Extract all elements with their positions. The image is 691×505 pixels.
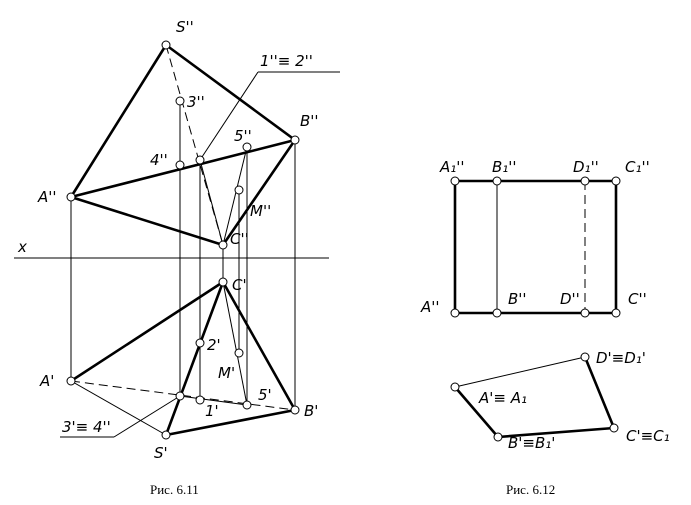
label-c-eq: C'≡C₁ [626, 427, 670, 445]
label-c-frontal: C'' [230, 230, 249, 248]
point-a-frontal [66, 192, 76, 202]
edge-s-b-horizontal [164, 408, 297, 437]
edge-a-c-horizontal [69, 280, 225, 383]
point-s-frontal [161, 40, 171, 50]
label-4-frontal: 4'' [150, 151, 168, 169]
figure-6-12: A₁'' B₁'' D₁'' C₁'' A'' B'' D'' C'' D'≡D… [420, 158, 670, 497]
point-a-horizontal [66, 376, 76, 386]
label-3-4-horizontal: 3'≡ 4'' [62, 418, 111, 436]
point-b-horizontal-612 [493, 432, 503, 442]
point-b1-frontal [492, 176, 502, 186]
point-c1-frontal [611, 176, 621, 186]
point-b-frontal [290, 135, 300, 145]
leader-1-2 [199, 71, 259, 161]
line-5-c-frontal [222, 146, 248, 246]
point-d1-frontal [580, 176, 590, 186]
label-d1-frontal: D₁'' [573, 158, 599, 176]
label-3-frontal: 3'' [187, 93, 205, 111]
point-3-4-horizontal [175, 391, 185, 401]
point-b-horizontal [290, 405, 300, 415]
edge-b-c-frontal [221, 138, 297, 247]
point-d-horizontal-612 [580, 352, 590, 362]
label-b1-frontal: B₁'' [492, 158, 517, 176]
point-a-frontal-612 [450, 308, 460, 318]
edge-c-s-horizontal [164, 280, 225, 437]
point-c-horizontal-612 [609, 423, 619, 433]
edge-c-b-horizontal [221, 280, 297, 412]
label-d-eq: D'≡D₁' [596, 349, 646, 367]
point-4-frontal [175, 160, 185, 170]
label-b-horizontal: B' [304, 402, 318, 420]
label-2-horizontal: 2' [207, 336, 221, 354]
label-5-horizontal: 5' [258, 386, 272, 404]
label-1-2-frontal: 1''≡ 2'' [260, 52, 313, 70]
label-5-frontal: 5'' [234, 127, 252, 145]
point-c-frontal-612 [611, 308, 621, 318]
line-c-5-horizontal [222, 281, 248, 406]
figure-6-11: x [14, 18, 340, 497]
edge-d-c-horizontal [583, 355, 616, 430]
point-a-horizontal-612 [450, 382, 460, 392]
point-2-horizontal [195, 338, 205, 348]
edge-a-c-frontal [69, 195, 225, 247]
label-s-frontal: S'' [176, 18, 194, 36]
label-d-frontal-612: D'' [560, 290, 580, 308]
edge-s-b-frontal [164, 43, 297, 142]
point-5-horizontal [242, 400, 252, 410]
label-m-horizontal: M' [218, 364, 235, 382]
caption-6-11: Рис. 6.11 [150, 482, 199, 497]
label-c-horizontal: C' [232, 276, 247, 294]
point-s-horizontal [161, 430, 171, 440]
label-b-frontal: B'' [300, 112, 319, 130]
point-1-2-frontal [195, 155, 205, 165]
label-a1-frontal: A₁'' [439, 158, 465, 176]
point-m-frontal [234, 185, 244, 195]
label-b-frontal-612: B'' [508, 290, 527, 308]
point-5-frontal [242, 142, 252, 152]
caption-6-12: Рис. 6.12 [506, 482, 555, 497]
line-3-5-horizontal [179, 395, 248, 406]
label-a-eq: A'≡ A₁ [478, 389, 527, 407]
edge-a-b-frontal [69, 138, 297, 199]
label-a-horizontal: A' [39, 372, 54, 390]
axis-label-x: x [17, 238, 27, 256]
label-a-frontal: A'' [37, 188, 57, 206]
label-m-frontal: M'' [250, 202, 271, 220]
label-c1-frontal: C₁'' [625, 158, 650, 176]
edge-a-d-horizontal [454, 356, 586, 388]
label-1-horizontal: 1' [205, 402, 219, 420]
point-d-frontal-612 [580, 308, 590, 318]
edge-s-a-frontal [69, 43, 168, 199]
point-m-horizontal [234, 348, 244, 358]
edge-b-a-horizontal [453, 385, 500, 439]
label-c-frontal-612: C'' [628, 290, 647, 308]
edge-c-b-horizontal [496, 426, 616, 439]
point-c-frontal [218, 240, 228, 250]
point-3-frontal [175, 96, 185, 106]
edge-a-s-horizontal [70, 380, 167, 436]
point-a1-frontal [450, 176, 460, 186]
point-1-horizontal [195, 395, 205, 405]
label-a-frontal-612: A'' [420, 298, 440, 316]
line-1-m-frontal [199, 159, 224, 246]
label-b-eq: B'≡B₁' [508, 434, 555, 452]
label-s-horizontal: S' [154, 444, 168, 462]
point-c-horizontal [218, 277, 228, 287]
point-b-frontal-612 [492, 308, 502, 318]
leader-3-4 [113, 395, 181, 438]
